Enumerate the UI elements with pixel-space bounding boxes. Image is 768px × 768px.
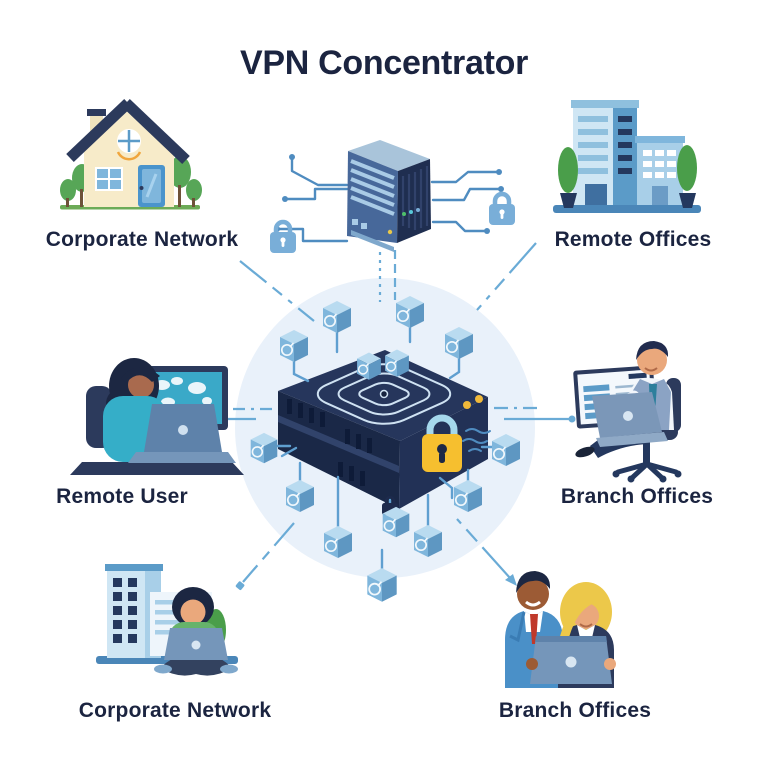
laptop-icon [128,404,236,463]
page-title: VPN Concentrator [239,44,529,82]
device-left-face [278,391,400,509]
laptop-icon [530,636,612,684]
face [128,372,154,398]
indicator-dot [475,395,483,403]
person-at-desk-icon [70,358,244,475]
label-branch-offices-middle: Branch Offices [560,485,714,508]
connector-square-end [235,581,245,591]
padlock-icon [422,414,462,472]
connector-bottom-right [456,518,511,579]
label-corporate-network-top: Corporate Network [45,228,239,251]
connector-dot-right [568,415,576,423]
label-corporate-network-bottom: Corporate Network [78,699,272,722]
laptop-icon [164,628,228,660]
laptop-icon [592,392,668,447]
face [180,599,206,625]
circuit-trace-icon [275,156,502,243]
label-branch-offices-bottom: Branch Offices [498,699,652,722]
two-people-laptop-icon [505,571,616,688]
label-remote-offices: Remote Offices [554,228,712,251]
person-on-chair-icon [573,341,682,483]
vpn-concentrator-device [249,295,521,603]
building-with-person-icon [96,564,238,676]
connector-top-right [476,242,537,311]
connector-bottom-left [242,522,295,583]
signal-squiggles [462,428,491,452]
house-icon [60,99,202,210]
server-tower-icon [270,140,515,253]
connector-top-left [239,260,315,322]
lock-icon-right [489,194,515,225]
face [637,345,667,375]
office-buildings-icon [553,100,701,213]
vent-slats [287,399,372,486]
lock-icon-left [270,222,296,253]
label-remote-user: Remote User [56,485,188,508]
signal-rings [306,359,462,429]
face [517,578,549,610]
indicator-dot [463,401,471,409]
connector-lines [191,242,569,583]
connector-arrowhead [505,574,517,586]
